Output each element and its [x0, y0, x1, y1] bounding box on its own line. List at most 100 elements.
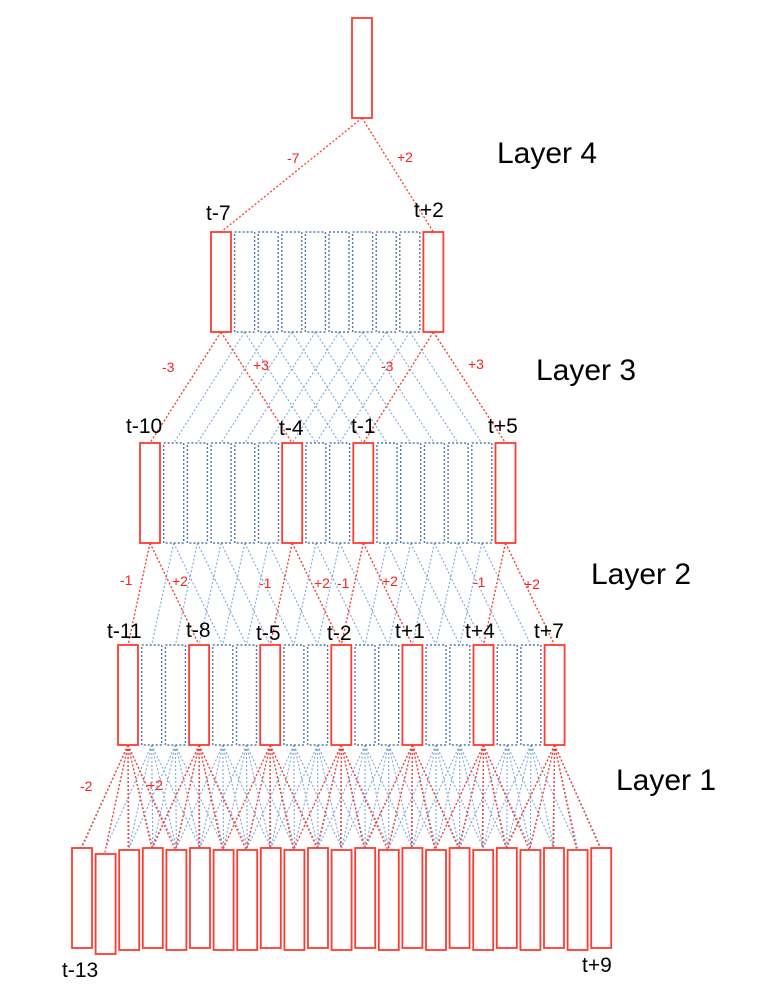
active-connection [481, 744, 485, 851]
unit-boxes [71, 17, 613, 955]
offset-label: -3 [162, 359, 175, 375]
input-frame [566, 849, 589, 951]
connection [105, 744, 153, 849]
active-connection [362, 542, 413, 646]
layer-unit-1 [378, 644, 400, 746]
active-connection [362, 331, 434, 444]
active-connection [387, 744, 414, 851]
active-connection [198, 744, 224, 851]
input-frame [307, 847, 329, 949]
connection [291, 331, 364, 444]
connection [173, 331, 246, 444]
input-frame [543, 847, 565, 949]
active-connection [339, 744, 342, 851]
offset-label: +3 [468, 356, 484, 372]
layer-unit-2 [210, 442, 232, 544]
connection [459, 542, 483, 646]
connection [151, 542, 175, 646]
offset-label: +2 [147, 777, 163, 793]
active-connection [103, 744, 129, 855]
time-label: t+9 [582, 954, 612, 977]
layer-unit-2 [494, 442, 517, 544]
time-label: t+2 [414, 199, 444, 222]
connection [482, 744, 532, 849]
layer-unit-2 [328, 442, 351, 544]
time-label: t+5 [488, 415, 518, 438]
offset-label: -1 [120, 572, 133, 588]
layer-unit-3 [233, 231, 256, 333]
active-connection [151, 744, 200, 849]
offset-label: -2 [80, 778, 93, 794]
time-label: t-11 [107, 620, 142, 643]
layer-unit-2 [139, 442, 161, 544]
active-connection [245, 744, 271, 851]
layer-unit-2 [281, 442, 304, 544]
active-connection [505, 744, 556, 849]
connection [293, 744, 319, 849]
connection [364, 744, 390, 849]
offset-labels: -7 +2 -3 +3 -3 +3 -1 +2 -1 +2 -1 +2 -1 +… [80, 149, 540, 794]
connection [481, 542, 532, 646]
layer-unit-1 [330, 644, 353, 746]
layer-2-title: Layer 2 [591, 558, 691, 591]
layer-unit-3 [210, 231, 232, 333]
active-connection [340, 744, 389, 851]
input-frame [165, 849, 188, 951]
connection [196, 331, 269, 444]
input-frame [472, 849, 495, 951]
connection [199, 744, 224, 849]
active-connection [482, 744, 507, 849]
offset-label: -7 [287, 150, 300, 166]
layer-unit-3 [351, 231, 374, 333]
input-frame [259, 847, 282, 949]
layer-unit-1 [472, 644, 495, 746]
connection [433, 542, 484, 646]
input-frame [354, 847, 377, 949]
offset-label: +3 [253, 357, 269, 373]
connection [174, 542, 198, 646]
time-label: t-13 [62, 959, 98, 982]
input-frame [71, 847, 93, 949]
connection [388, 744, 437, 849]
active-connection [411, 744, 460, 849]
time-label: t+4 [465, 620, 495, 643]
connection [315, 331, 387, 444]
layer-unit-1 [235, 644, 258, 746]
input-frame [330, 849, 353, 951]
connection [457, 542, 508, 646]
layer-unit-2 [400, 442, 422, 544]
time-label: t+7 [534, 620, 564, 643]
layer-unit-2 [447, 442, 469, 544]
active-connection [316, 744, 342, 849]
layer-unit-2 [257, 442, 280, 544]
layer-unit-2 [423, 442, 446, 544]
layer-unit-2 [376, 442, 398, 544]
offset-label: -1 [337, 575, 350, 591]
layer-unit-3 [422, 231, 445, 333]
connection [244, 331, 316, 444]
connection [196, 542, 247, 646]
layer-unit-1 [212, 644, 234, 746]
offset-label: -1 [473, 574, 486, 590]
layer-3-title: Layer 3 [536, 354, 636, 387]
layer-unit-1 [259, 644, 282, 746]
connection [386, 542, 437, 646]
connection [409, 331, 483, 444]
connection [175, 744, 224, 849]
active-connection [80, 744, 129, 849]
layer-unit-3 [399, 231, 421, 333]
time-label: t-7 [206, 202, 231, 225]
connection [246, 744, 295, 849]
red-connections [80, 117, 601, 855]
layer-unit-1 [543, 644, 566, 746]
layer-unit-1 [188, 644, 211, 746]
active-connection [504, 542, 556, 646]
active-connection [198, 744, 247, 851]
input-frame [141, 847, 164, 949]
offset-label: +2 [382, 573, 398, 589]
active-connection [269, 744, 318, 849]
active-connection [363, 744, 413, 849]
connection [339, 542, 390, 646]
connection [506, 744, 532, 849]
time-label: t-1 [351, 415, 376, 438]
